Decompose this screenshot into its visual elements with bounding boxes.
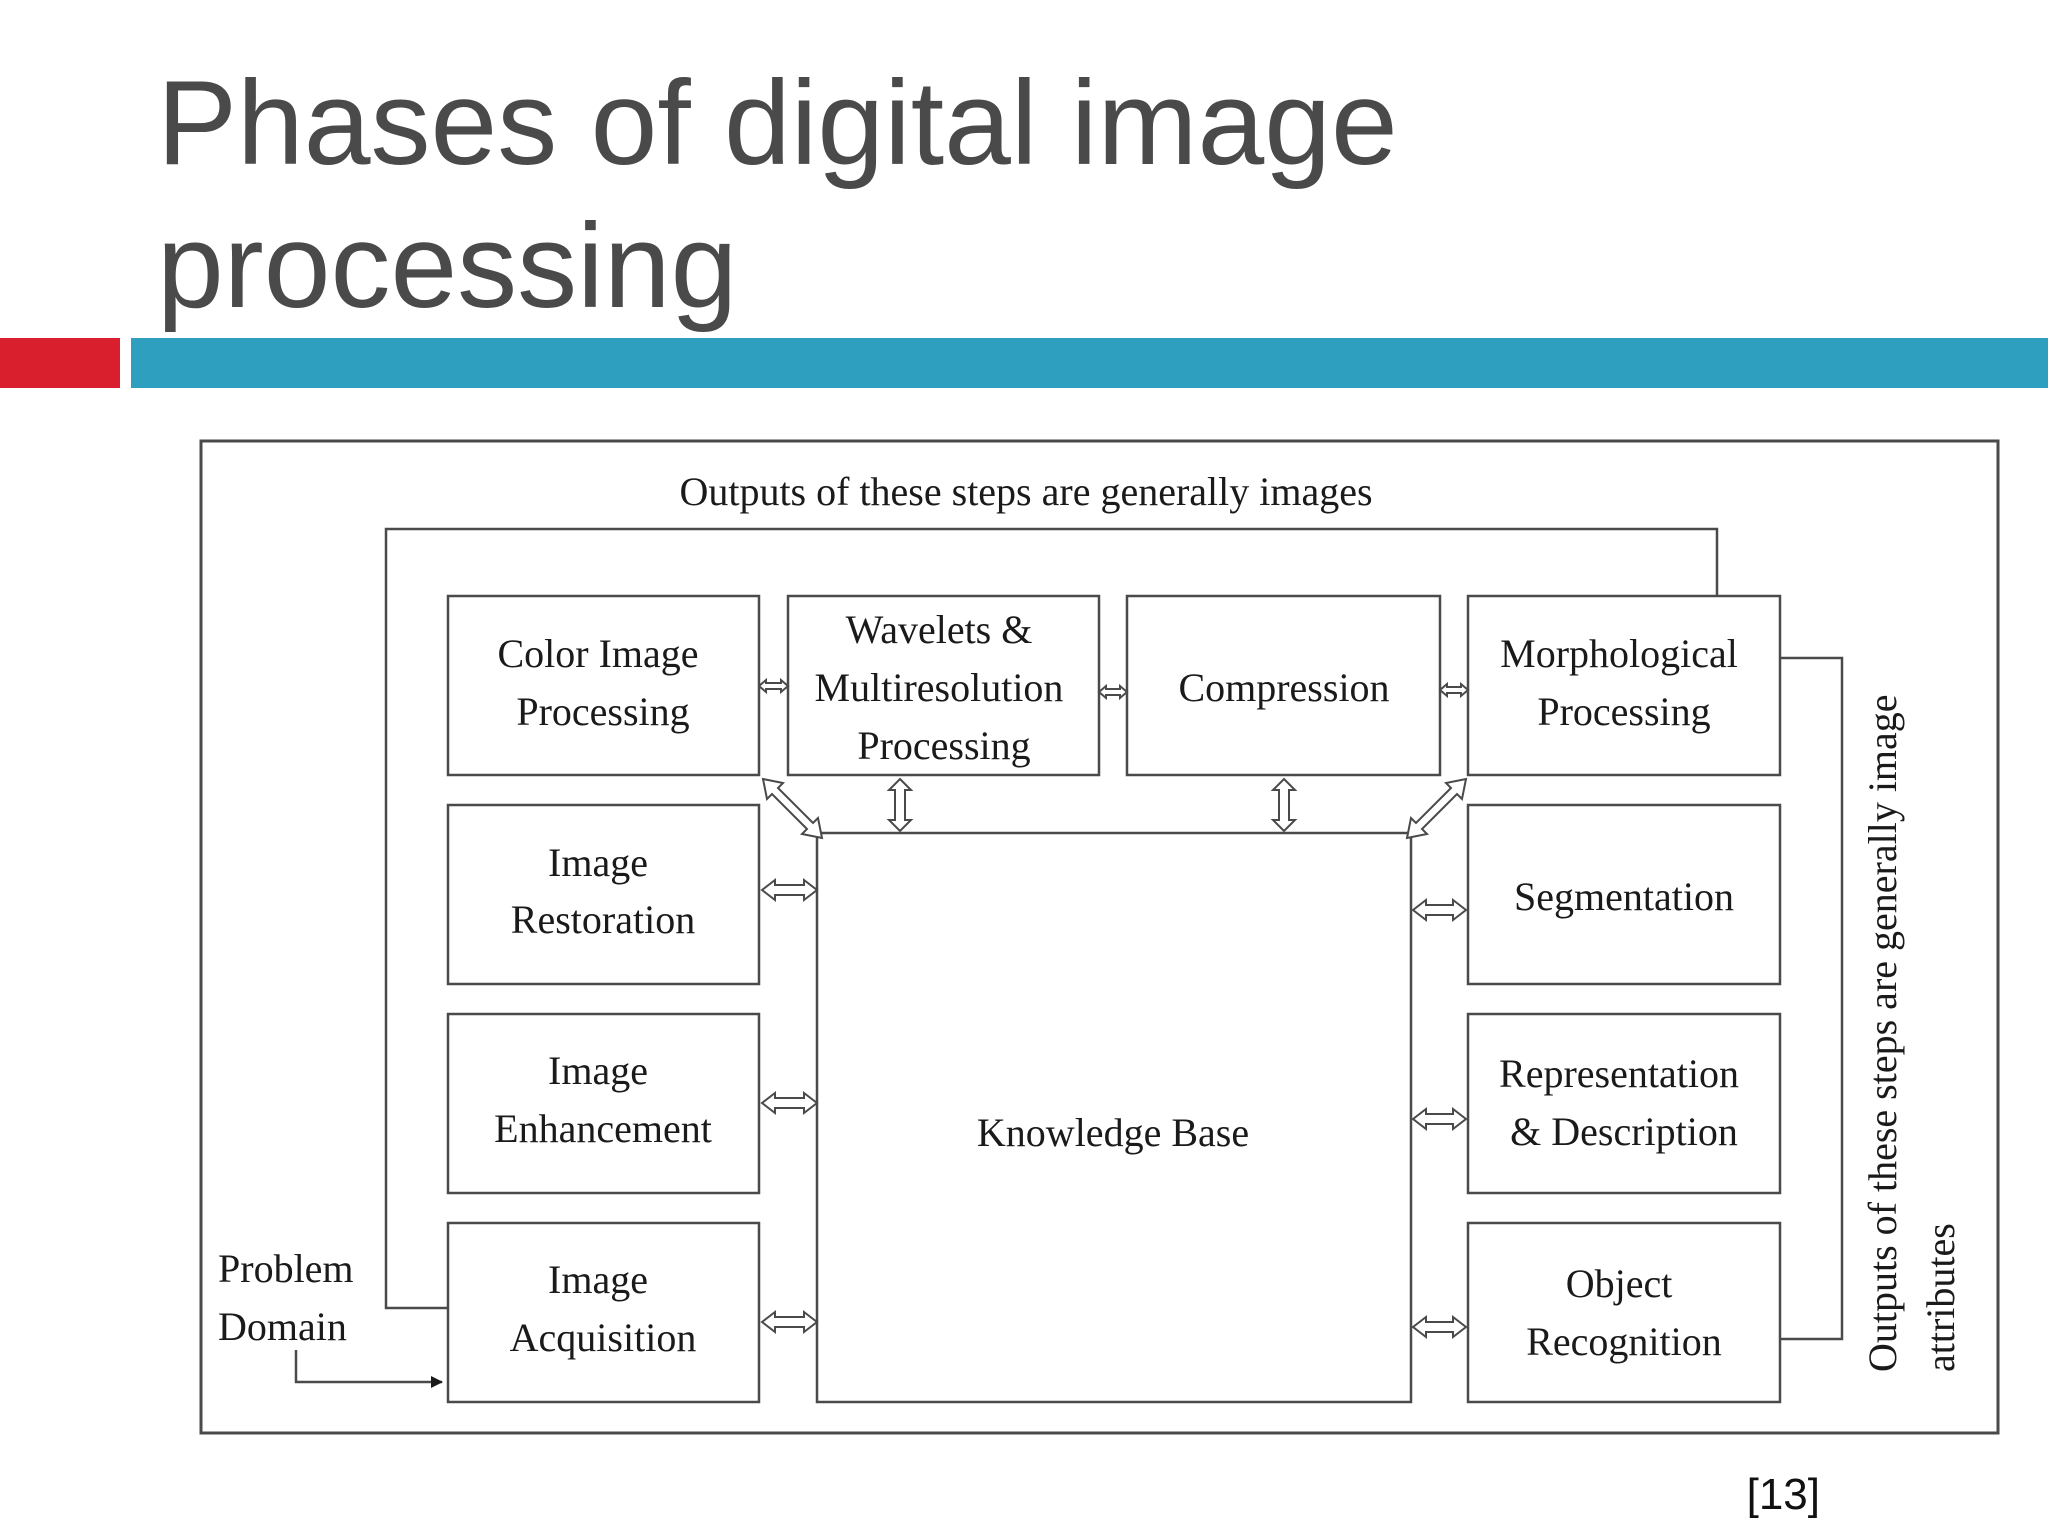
color-image-label-1: Color Image	[497, 631, 698, 676]
double-arrow-icon	[760, 1309, 819, 1335]
double-arrow-icon	[1438, 681, 1470, 699]
compression-box	[1125, 594, 1442, 777]
title-accent-red-bar	[0, 338, 120, 388]
color-image-processing-box	[446, 594, 761, 777]
morphological-label-2: Processing	[1537, 689, 1710, 734]
morphological-processing-box	[1466, 594, 1782, 777]
compression-label: Compression	[1178, 665, 1389, 710]
image-enhancement-box	[446, 1012, 761, 1195]
svg-text:Object Recognition: Object Recognition	[1526, 1261, 1722, 1364]
double-arrow-icon	[761, 777, 824, 840]
svg-text:Problem Domain: Problem Domain	[218, 1246, 364, 1349]
double-arrow-icon	[1270, 777, 1298, 833]
wavelets-label-2: Multiresolution	[815, 665, 1064, 710]
knowledge-base-label: Knowledge Base	[977, 1110, 1249, 1155]
double-arrow-icon	[1411, 897, 1468, 923]
problem-domain-label-1: Problem	[218, 1246, 354, 1291]
wavelets-label-3: Processing	[857, 723, 1030, 768]
side-caption-line-1: Outputs of these steps are generally ima…	[1860, 694, 1905, 1372]
knowledge-base-box	[815, 831, 1413, 1404]
svg-text:Wavelets & Multiresolution: Wavelets & Multiresolution Processing	[815, 607, 1074, 768]
double-arrow-icon	[1097, 683, 1129, 701]
attributes-loop-line	[1780, 656, 1844, 1341]
double-arrow-icon	[1411, 1106, 1468, 1132]
acquisition-label-1: Image	[548, 1257, 648, 1302]
svg-text:Image Enhancement: Image Enhancement	[494, 1048, 712, 1151]
double-arrow-icon	[760, 1090, 819, 1116]
representation-description-box	[1466, 1012, 1782, 1195]
restoration-label-2: Restoration	[511, 897, 695, 942]
color-image-label-2: Processing	[516, 689, 689, 734]
svg-text:Image Acquisition: Image Acquisition	[510, 1257, 697, 1360]
segmentation-label: Segmentation	[1514, 874, 1734, 919]
wavelets-label-1: Wavelets &	[846, 607, 1033, 652]
svg-text:Representation & Descripti: Representation & Description	[1499, 1051, 1749, 1154]
title-accent-blue-bar	[131, 338, 2048, 388]
citation-reference: [13]	[1746, 1470, 1820, 1519]
wavelets-box	[786, 594, 1101, 777]
enhancement-label-1: Image	[548, 1048, 648, 1093]
double-arrow-icon	[1405, 777, 1468, 840]
recognition-label-2: Recognition	[1526, 1319, 1722, 1364]
image-acquisition-box	[446, 1221, 761, 1404]
segmentation-box	[1466, 803, 1782, 986]
images-loop-line	[384, 527, 1719, 1310]
double-arrow-icon	[1411, 1314, 1468, 1340]
svg-text:Morphological Processing: Morphological Processing	[1500, 631, 1748, 734]
object-recognition-box	[1466, 1221, 1782, 1404]
acquisition-label-2: Acquisition	[510, 1315, 697, 1360]
top-caption: Outputs of these steps are generally ima…	[679, 469, 1372, 514]
enhancement-label-2: Enhancement	[494, 1106, 712, 1151]
restoration-label-1: Image	[548, 840, 648, 885]
slide-title: Phases of digital image processing	[157, 56, 1398, 333]
svg-text:Image Restoration: Image Restoration	[511, 840, 695, 942]
double-arrow-icon	[760, 877, 819, 903]
double-arrow-icon	[757, 677, 790, 695]
double-arrow-icon	[886, 777, 914, 833]
problem-domain-label-2: Domain	[218, 1304, 347, 1349]
problem-domain-arrow	[294, 1350, 443, 1388]
double-arrows	[757, 677, 1470, 1340]
representation-label-2: & Description	[1510, 1109, 1738, 1154]
recognition-label-1: Object	[1566, 1261, 1673, 1306]
representation-label-1: Representation	[1499, 1051, 1739, 1096]
morphological-label-1: Morphological	[1500, 631, 1738, 676]
image-restoration-box	[446, 803, 761, 986]
side-caption-line-2: attributes	[1918, 1223, 1963, 1372]
svg-text:Outputs of these steps are gen: Outputs of these steps are generally ima…	[1860, 684, 1963, 1372]
svg-text:Color Image Processing: Color Image Processing	[497, 631, 708, 734]
